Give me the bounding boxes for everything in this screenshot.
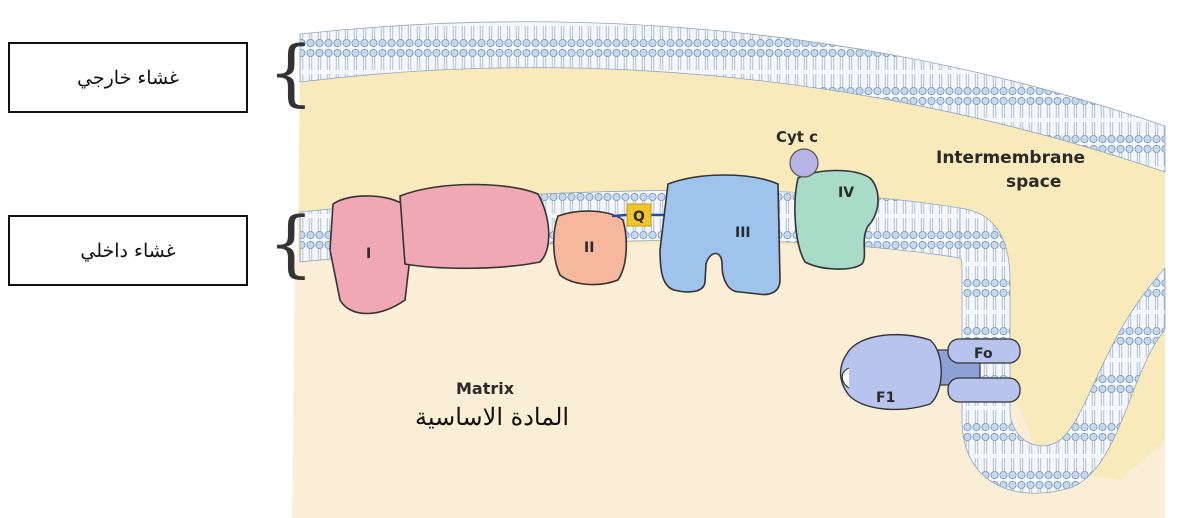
intermembrane-label-1: Intermembrane xyxy=(936,148,1085,168)
outer-membrane-brace: { xyxy=(268,36,314,108)
intermembrane-label-2: space xyxy=(1006,172,1061,192)
complex-ii: II xyxy=(554,211,627,285)
matrix-label-ar: المادة الاساسية xyxy=(415,403,569,431)
fo-label: Fo xyxy=(974,346,993,362)
complex-iii-label: III xyxy=(735,225,751,241)
f1-label: F1 xyxy=(876,390,895,406)
complex-iv-label: IV xyxy=(838,185,854,201)
inner-membrane-label: غشاء داخلي xyxy=(8,215,248,286)
complex-ii-label: II xyxy=(584,240,594,256)
matrix-label-en: Matrix xyxy=(456,379,515,398)
cyt-c xyxy=(790,149,818,177)
inner-membrane-brace: { xyxy=(268,207,314,279)
outer-membrane-label: غشاء خارجي xyxy=(8,42,248,113)
complex-i-label: I xyxy=(366,246,371,262)
q-label: Q xyxy=(633,209,645,225)
cyt-c-label: Cyt c xyxy=(776,128,818,146)
q-connector-left xyxy=(612,215,627,216)
